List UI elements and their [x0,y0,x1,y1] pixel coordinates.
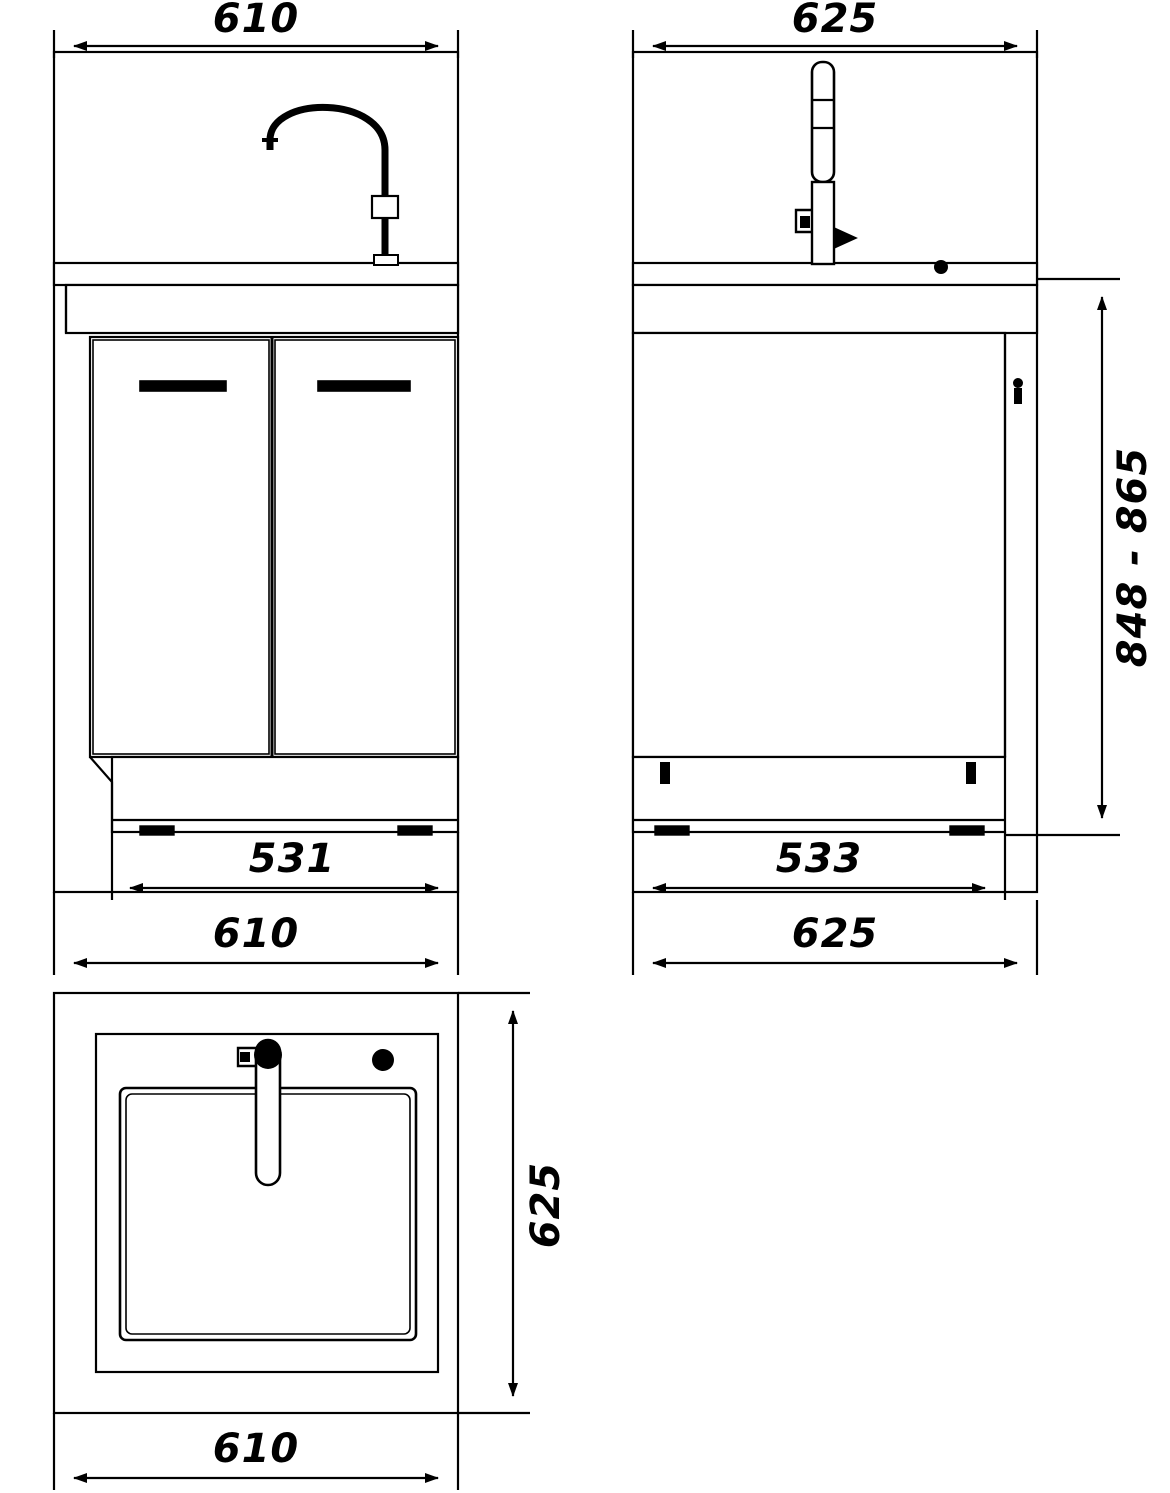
dim-label-front-door-width: 531 [249,836,336,882]
dim-side-height [1005,277,1120,837]
dim-label-side-body-depth: 533 [776,836,863,882]
dim-label-side-height: 848 - 865 [1110,447,1156,667]
dim-label-plan-width: 610 [213,1426,300,1472]
side-view [631,50,1039,894]
dim-side-overall-depth [631,892,1039,975]
dim-front-top-width [52,30,460,58]
top-view [52,991,460,1415]
dim-front-overall-width [52,892,460,975]
dim-label-front-top-width: 610 [213,0,300,42]
dim-label-side-top-depth: 625 [792,0,879,42]
front-view [52,50,460,894]
dim-label-plan-depth: 625 [523,1162,569,1249]
dim-side-body-depth [652,832,1007,900]
dim-plan-depth [458,991,530,1415]
dim-front-door-width [110,832,460,900]
dim-plan-width [52,1413,460,1490]
dim-label-front-overall-width: 610 [213,911,300,957]
dim-label-side-overall-depth: 625 [792,911,879,957]
dim-side-top-depth [631,30,1039,58]
